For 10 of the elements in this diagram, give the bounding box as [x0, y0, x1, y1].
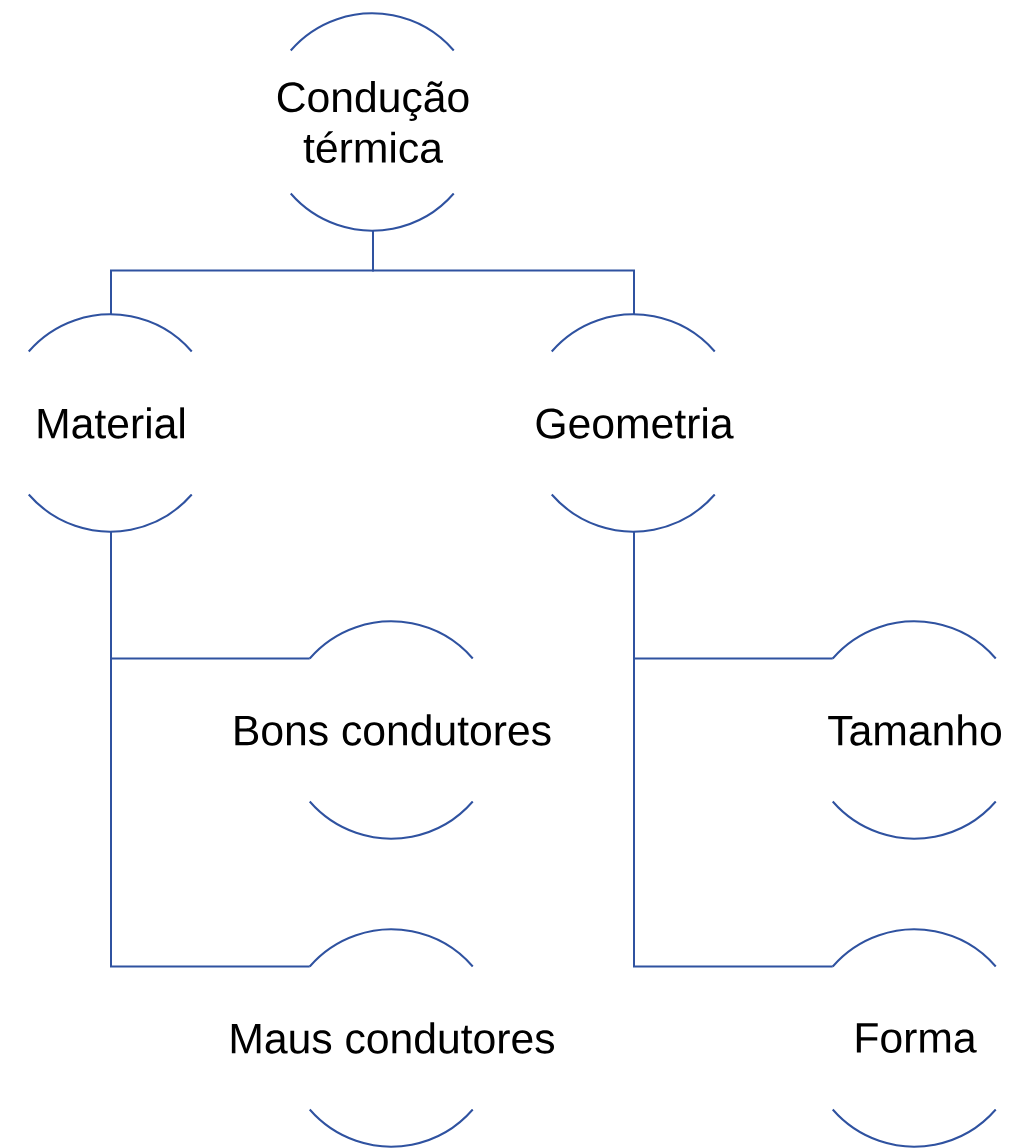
arc-circle-node: Material	[27, 313, 193, 533]
arc-circle-node: Forma	[831, 928, 997, 1148]
connector-line	[633, 531, 834, 968]
arc-circle-node: Bons condutores	[235, 620, 551, 840]
connector-line	[372, 230, 635, 315]
connector-line	[110, 531, 311, 968]
arc-circle-node: Geometria	[536, 313, 734, 533]
arc-circle-node: Maus condutores	[231, 928, 554, 1148]
arc-circle-node: Condução térmica	[277, 12, 469, 232]
arc-circle-node: Tamanho	[828, 620, 1001, 840]
